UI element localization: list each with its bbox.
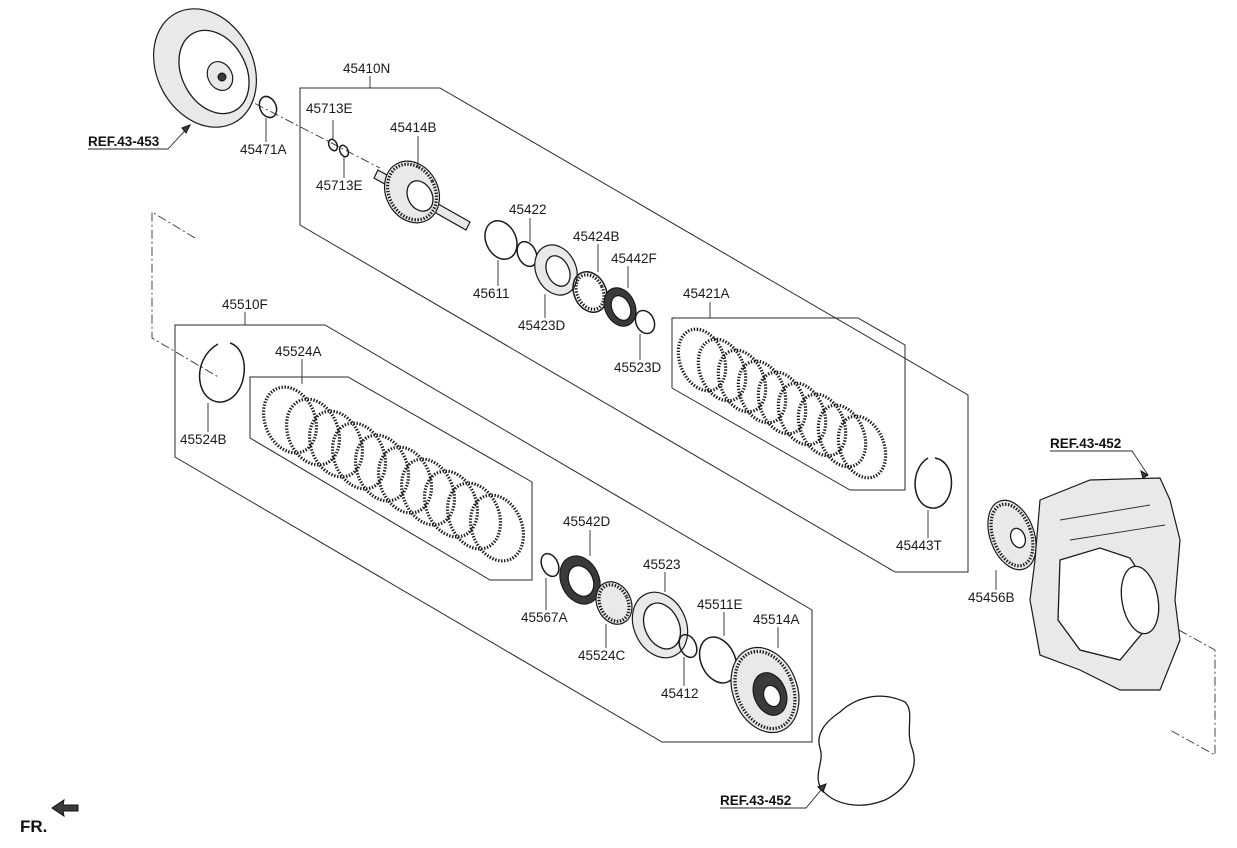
ref-label-43-452-top: REF.43-452	[1050, 436, 1121, 451]
assembly-frame-45410n	[299, 87, 969, 573]
label-45442f: 45442F	[611, 251, 657, 266]
leader-ref-43-452-bottom	[720, 783, 827, 809]
ref-label-43-452-bottom: REF.43-452	[720, 793, 791, 808]
label-45510f: 45510F	[222, 297, 268, 312]
label-45424b: 45424B	[573, 229, 620, 244]
bearing-45424b	[572, 271, 608, 313]
ring-45611	[484, 220, 518, 260]
hub-45524c	[595, 581, 633, 625]
centerline-left-bracket	[151, 211, 221, 379]
input-shaft-45414b	[373, 160, 471, 231]
label-45713e-a: 45713E	[306, 101, 353, 116]
bearing-45542d	[559, 555, 601, 605]
label-45443t: 45443T	[896, 538, 942, 553]
label-45471a: 45471A	[240, 142, 287, 157]
label-45567a: 45567A	[521, 610, 568, 625]
label-45524b: 45524B	[180, 432, 227, 447]
piston-45523	[631, 591, 689, 659]
ref-label-43-453: REF.43-453	[88, 134, 160, 149]
torque-converter	[152, 8, 258, 128]
label-45456b: 45456B	[968, 590, 1015, 605]
ring-45523d	[634, 309, 656, 335]
ring-45511e	[698, 636, 738, 684]
clutch-pack-45524a	[261, 385, 526, 563]
bearing-45442f	[603, 287, 637, 327]
ring-45567a	[540, 552, 560, 578]
label-45611: 45611	[473, 286, 510, 301]
drum-45514a	[730, 646, 800, 734]
assembly-frame-45510f	[174, 324, 813, 743]
ring-45412	[678, 633, 698, 659]
label-45412: 45412	[661, 686, 699, 701]
ref-arrowhead-452-bottom	[817, 783, 827, 793]
bearing-45423d	[534, 244, 578, 296]
transmission-case	[1029, 477, 1181, 691]
label-45511e: 45511E	[697, 597, 743, 612]
leader-ref-43-452-top	[1050, 450, 1149, 476]
snap-ring-45443t	[914, 457, 953, 509]
gasket-ref-43-452	[817, 695, 915, 806]
label-45524c: 45524C	[578, 648, 626, 663]
clutch-pack-45421a	[676, 327, 888, 480]
label-45422: 45422	[509, 202, 547, 217]
subgroup-frame-45421a	[671, 317, 906, 491]
ring-45422	[516, 240, 538, 268]
label-45414b: 45414B	[390, 120, 437, 135]
label-45421a: 45421A	[683, 286, 730, 301]
snap-ring-45524b	[198, 342, 245, 403]
ring-45713e-a	[327, 138, 339, 152]
ref-arrowhead-452-top	[1140, 469, 1149, 479]
label-45423d: 45423D	[518, 318, 566, 333]
label-45713e-b: 45713E	[316, 178, 363, 193]
front-label: FR.	[20, 817, 47, 836]
label-45514a: 45514A	[753, 612, 800, 627]
gear-45456b	[987, 499, 1037, 571]
leader-ref-43-453	[88, 124, 191, 150]
label-45524a: 45524A	[275, 344, 322, 359]
front-arrow-icon	[51, 798, 79, 818]
label-45523d: 45523D	[614, 360, 662, 375]
ring-45713e-b	[338, 144, 350, 158]
label-45523: 45523	[643, 557, 681, 572]
ring-45471a	[258, 95, 278, 119]
ref-arrowhead-453	[181, 124, 192, 134]
label-45410n: 45410N	[343, 61, 390, 76]
label-45542d: 45542D	[563, 514, 611, 529]
subgroup-frame-45524a	[249, 376, 533, 581]
